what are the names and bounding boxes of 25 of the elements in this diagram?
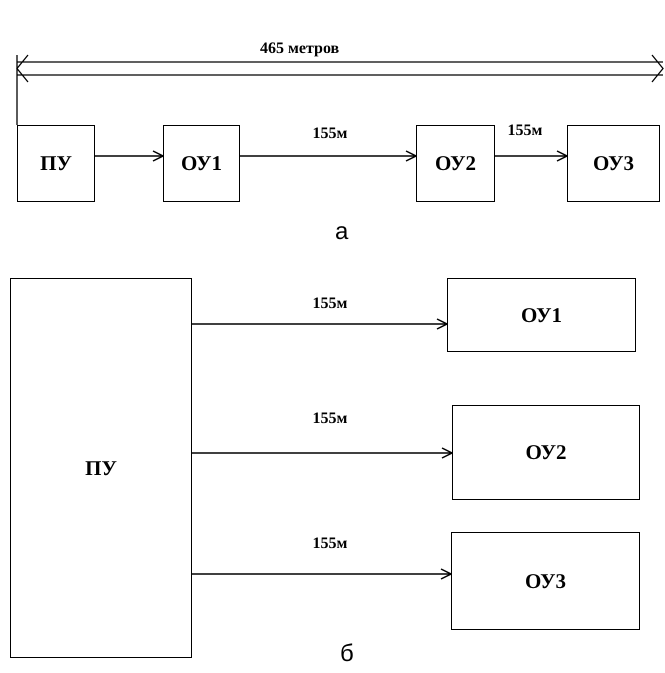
arrow <box>192 318 448 330</box>
figure-label: б <box>340 640 354 668</box>
device-box <box>451 532 640 630</box>
arrow <box>192 447 453 459</box>
dimension-label: 465 метров <box>260 40 340 58</box>
arrow <box>95 150 164 162</box>
arrow <box>495 150 568 162</box>
device-name: ОУ2 <box>525 440 567 465</box>
device-box <box>452 405 640 500</box>
arrow <box>192 568 452 580</box>
device-box <box>17 125 95 202</box>
device-name: ПУ <box>85 456 117 480</box>
device-name: ОУ1 <box>520 302 562 328</box>
arrow <box>240 150 417 162</box>
device-box <box>447 278 636 352</box>
device-name: ПУ <box>40 151 72 176</box>
device-box <box>10 278 192 658</box>
device-name: ОУ3 <box>592 151 634 176</box>
device-box <box>416 125 495 202</box>
device-box <box>163 125 240 202</box>
device-box <box>567 125 660 202</box>
device-name: ОУ2 <box>434 151 476 176</box>
device-name: ОУ3 <box>524 568 566 594</box>
device-name: ОУ1 <box>180 151 222 176</box>
figure-label: а <box>335 218 348 246</box>
